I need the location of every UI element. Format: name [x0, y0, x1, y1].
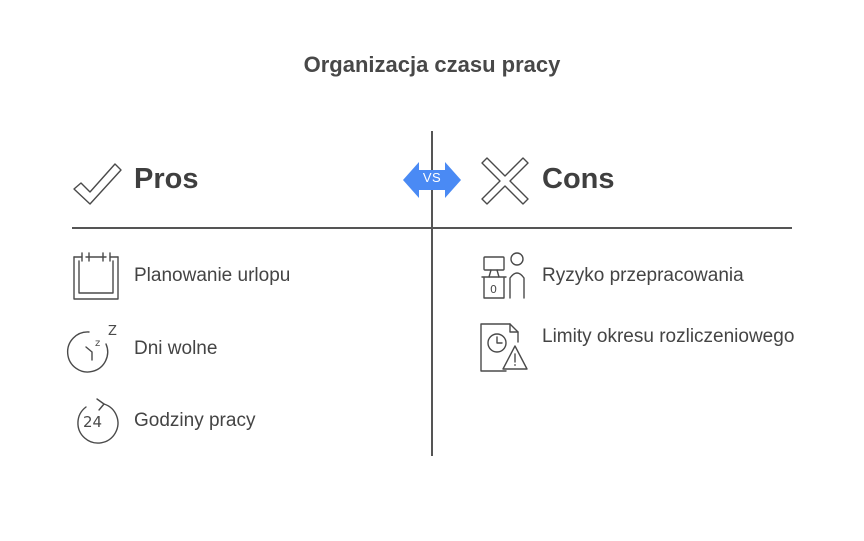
svg-text:z: z [95, 338, 100, 349]
svg-text:0: 0 [490, 283, 497, 296]
cons-item-label: Limity okresu rozliczeniowego [542, 326, 795, 347]
calendar-icon [72, 251, 122, 301]
vertical-divider [431, 131, 433, 456]
svg-text:24: 24 [83, 413, 102, 431]
pros-item-label: Dni wolne [134, 338, 218, 359]
cons-heading: Cons [542, 163, 615, 195]
double-arrow-icon [403, 162, 461, 198]
checkmark-icon [72, 156, 122, 206]
document-clock-warning-icon [480, 322, 530, 372]
cross-icon [480, 156, 530, 206]
page-title: Organizacja czasu pracy [303, 52, 561, 77]
vs-badge [402, 156, 462, 204]
pros-item-label: Planowanie urlopu [134, 265, 291, 286]
pros-item-label: Godziny pracy [134, 410, 256, 431]
cons-item-label: Ryzyko przepracowania [542, 265, 744, 286]
horizontal-divider [72, 227, 792, 229]
sleep-clock-icon: z Z [66, 322, 122, 373]
overworked-worker-icon: 0 [480, 251, 530, 301]
24-hours-icon: 24 [72, 396, 122, 446]
svg-text:Z: Z [108, 324, 117, 339]
vs-label: VS [422, 170, 442, 185]
pros-heading: Pros [134, 163, 199, 195]
